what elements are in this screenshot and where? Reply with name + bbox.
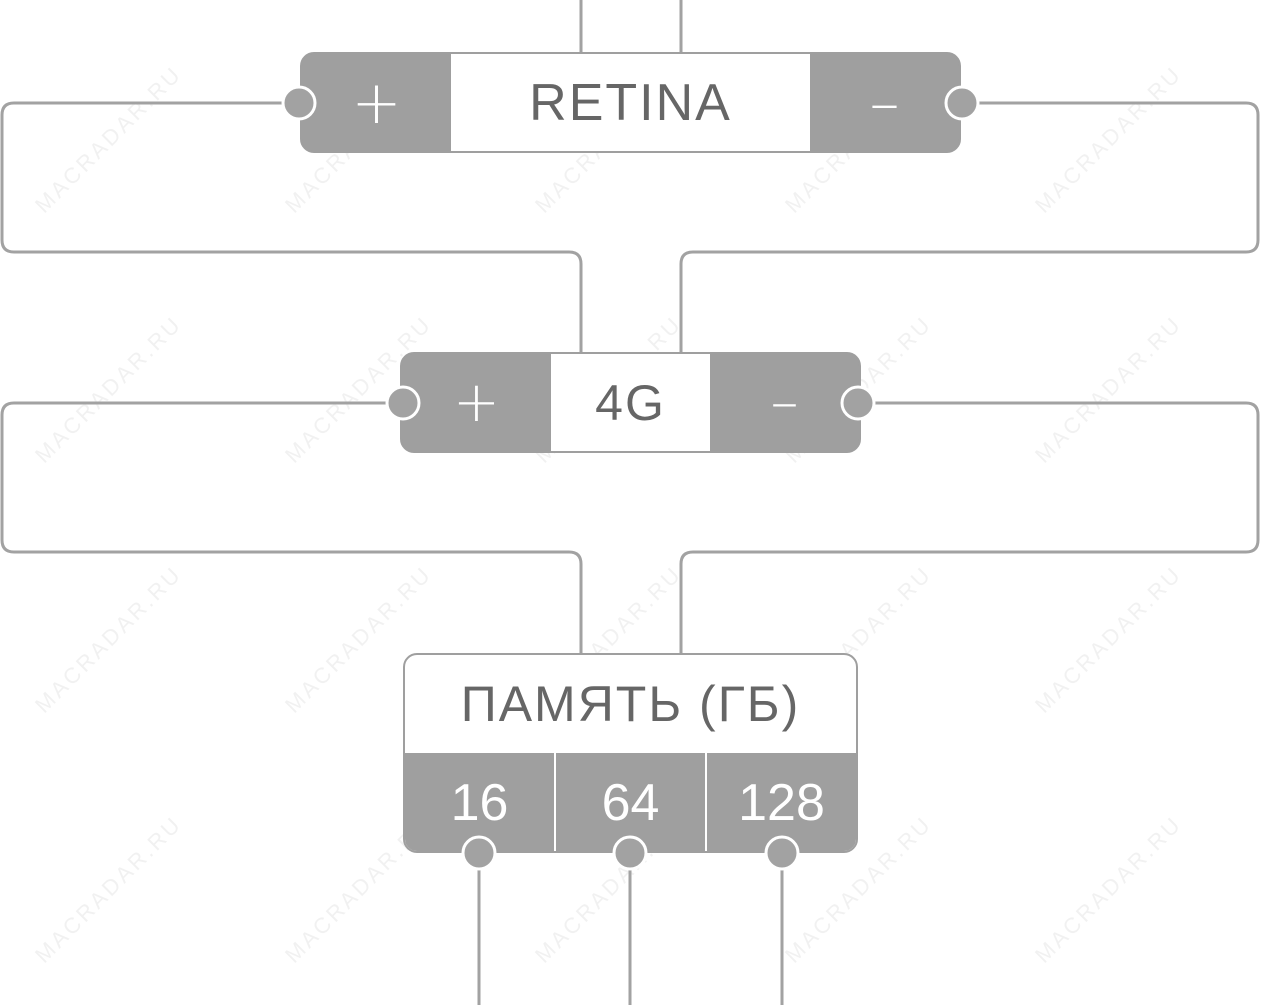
retina-label: RETINA (451, 54, 810, 151)
retina-minus-sign: – (810, 54, 959, 151)
memory-options: 16 64 128 (405, 753, 856, 851)
retina-plus-sign: + (302, 54, 451, 151)
wire-retina-minus-to-4g (679, 101, 1260, 354)
4g-plus-sign: + (402, 354, 551, 451)
retina-node: + RETINA – (300, 52, 961, 153)
wire-retina-plus-to-4g (0, 101, 583, 354)
4g-node: + 4G – (400, 352, 861, 453)
memory-option-128: 128 (705, 753, 856, 851)
4g-minus-sign: – (710, 354, 859, 451)
memory-node: ПАМЯТЬ (ГБ) 16 64 128 (403, 653, 858, 853)
memory-option-16: 16 (450, 774, 509, 832)
wire-4g-plus-to-memory (0, 401, 583, 655)
memory-title: ПАМЯТЬ (ГБ) (460, 676, 801, 732)
4g-label: 4G (551, 354, 710, 451)
memory-option-64: 64 (554, 753, 705, 851)
wire-4g-minus-to-memory (679, 401, 1260, 655)
